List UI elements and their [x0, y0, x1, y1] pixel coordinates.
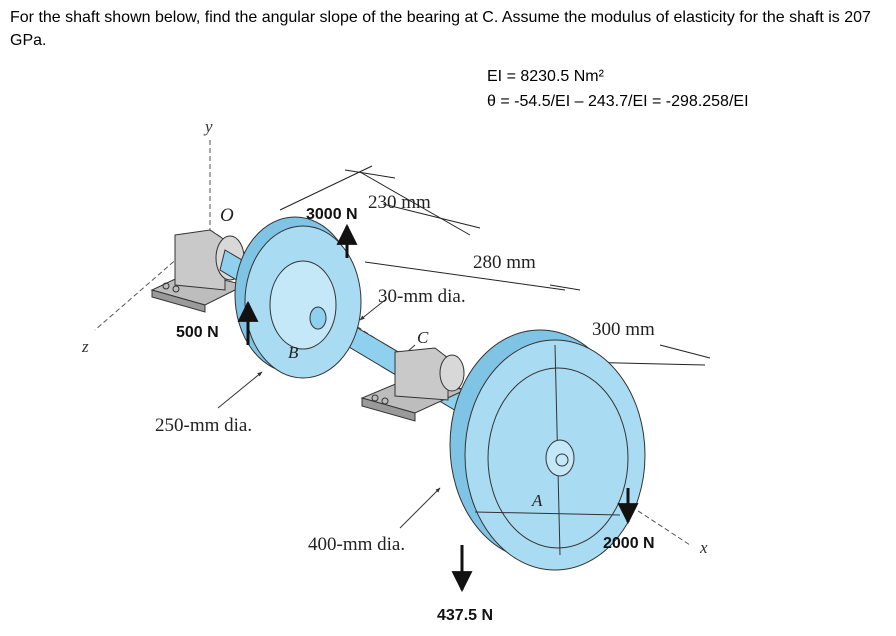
leader-400-dia: [399, 487, 441, 529]
dim-label-230: 230 mm: [368, 192, 431, 213]
load-label-500: 500 N: [176, 324, 219, 341]
load-label-437: 437.5 N: [437, 607, 493, 624]
load-label-2000: 2000 N: [603, 535, 655, 552]
z-axis-label: z: [81, 337, 89, 356]
point-c-label: C: [417, 328, 429, 347]
point-a-label: A: [531, 491, 543, 510]
bearing-c: [360, 347, 467, 422]
y-axis-label: y: [203, 117, 213, 136]
leader-shaft-dia: [359, 299, 386, 321]
dim-label-300: 300 mm: [592, 319, 655, 340]
dim-label-280: 280 mm: [473, 252, 536, 273]
origin-label: O: [220, 205, 234, 226]
point-b-label: B: [288, 343, 299, 362]
dim-label-shaft-dia: 30-mm dia.: [378, 286, 466, 307]
slope-equation-note: θ = -54.5/EI – 243.7/EI = -298.258/EI: [487, 93, 749, 110]
dim-line-280: [364, 261, 566, 291]
dim-label-250-dia: 250-mm dia.: [155, 415, 252, 436]
pulley-b: [234, 216, 362, 379]
load-label-3000: 3000 N: [306, 206, 358, 223]
dim-line-230: [359, 171, 471, 236]
pulley-a: [449, 329, 646, 571]
force-arrows: [237, 223, 639, 593]
bearing-o: [150, 229, 247, 313]
problem-statement: For the shaft shown below, find the angu…: [10, 9, 871, 49]
x-axis-label: x: [699, 538, 708, 557]
leader-250-dia: [217, 371, 263, 409]
dim-label-400-dia: 400-mm dia.: [308, 534, 405, 555]
ei-value-note: EI = 8230.5 Nm²: [487, 68, 604, 85]
